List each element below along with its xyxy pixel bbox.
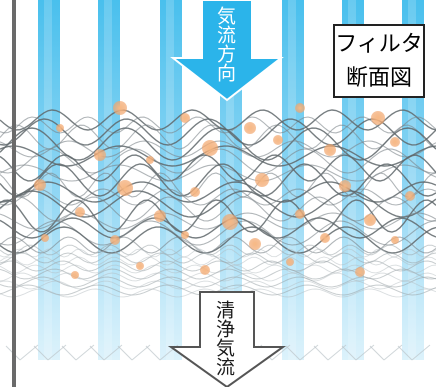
dust-particle (56, 124, 64, 132)
filter-fiber (0, 212, 436, 230)
filter-fiber (0, 199, 436, 233)
airflow-direction-label: 気流方向 (214, 6, 236, 82)
filter-label-line2: 断面図 (345, 66, 412, 91)
filter-fiber (0, 188, 436, 206)
dust-particle (110, 235, 120, 245)
airflow-column-highlight (288, 0, 296, 360)
dust-particle (371, 111, 385, 125)
dust-particle (390, 137, 400, 147)
dust-particle (154, 210, 166, 222)
airflow-column-highlight (226, 0, 234, 360)
dust-particle (273, 135, 283, 145)
dust-particle (364, 214, 376, 226)
airflow-column (38, 0, 60, 360)
down-arrow-blue-icon (170, 0, 284, 102)
filter-fiber (0, 116, 436, 134)
dust-particle (255, 173, 269, 187)
dust-particle (71, 271, 79, 279)
dust-particle (117, 180, 133, 196)
dust-particle (320, 233, 330, 243)
filter-fiber (0, 196, 436, 222)
filter-fiber (0, 220, 436, 246)
filter-fiber (0, 124, 436, 150)
filter-fiber (0, 109, 436, 131)
clean-air-label: 清浄気流 (213, 300, 235, 376)
filter-fiber (0, 148, 436, 174)
filter-fiber-base (397, 344, 431, 361)
filter-fiber (0, 260, 436, 272)
filter-fiber (0, 145, 436, 167)
dust-particle (405, 191, 415, 201)
dust-particle (295, 103, 305, 113)
airflow-column-highlight (408, 0, 416, 360)
dust-particle (244, 122, 256, 134)
dust-particle (324, 144, 336, 156)
filter-fiber (0, 181, 436, 203)
filter-fiber (0, 256, 436, 266)
filter-fiber (0, 280, 436, 290)
airflow-column-highlight (44, 0, 52, 360)
filter-fiber (0, 244, 436, 256)
dust-particle (286, 258, 294, 266)
filter-fiber (0, 140, 436, 158)
dust-particle (113, 101, 127, 115)
dust-particle (190, 187, 200, 197)
dust-particle (34, 179, 46, 191)
dust-particle (136, 262, 144, 270)
filter-frame-wall (12, 0, 16, 387)
filter-fiber (0, 154, 436, 182)
dust-particle (339, 180, 351, 192)
filter-fiber (0, 226, 436, 254)
dust-particle (355, 267, 365, 277)
airflow-column-highlight (104, 0, 112, 360)
filter-fiber (0, 217, 436, 239)
filter-fiber (0, 248, 436, 258)
filter-fiber (0, 163, 436, 197)
dust-particle (41, 234, 49, 242)
filter-fiber (0, 118, 436, 146)
airflow-column-highlight (348, 0, 356, 360)
filter-fiber (0, 236, 436, 254)
dust-particle (202, 140, 218, 156)
filter-fiber (0, 252, 436, 264)
down-arrow-outline-icon (167, 291, 287, 387)
dust-particle (75, 207, 85, 217)
captured-particles (34, 101, 415, 279)
dust-particle (200, 265, 210, 275)
dust-particle (222, 214, 238, 230)
dust-particle (391, 236, 399, 244)
dust-particle (295, 209, 305, 219)
dust-particle (180, 113, 190, 123)
dust-particle (249, 238, 261, 250)
filter-label-line1: フィルタ (335, 32, 423, 57)
filter-cross-section-label: フィルタ 断面図 (333, 24, 425, 98)
dust-particle (146, 156, 154, 164)
dust-particle (181, 231, 189, 239)
dust-particle (94, 149, 106, 161)
